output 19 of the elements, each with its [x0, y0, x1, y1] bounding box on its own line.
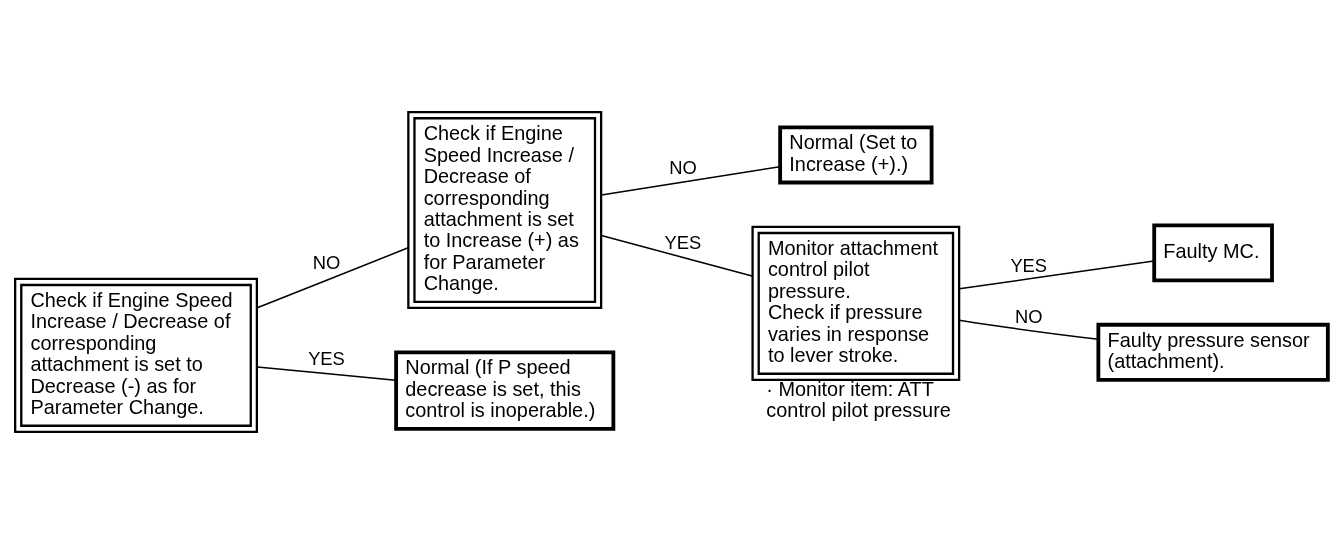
node-box: Faulty MC. [1152, 222, 1274, 282]
edge-label: NO [669, 156, 697, 178]
edge-label: NO [1014, 305, 1043, 327]
edge-label: NO [312, 251, 341, 273]
connector [256, 365, 397, 381]
connector [958, 259, 1155, 290]
node-box: Normal (If P speed decrease is set, this control is inoperable.) [394, 349, 616, 431]
node-box: Faulty pressure sensor (attachment). [1096, 322, 1330, 382]
edge-label: YES [308, 347, 345, 369]
node-box: Monitor attachment control pilot pressure. Check if pressure varies in response to lever stroke. [751, 225, 961, 381]
node-box: Check if Engine Speed Increase / Decrease of corresponding attachment is set to Decrease (-) as for Parameter Change. [14, 277, 259, 433]
edge-label: YES [664, 231, 702, 253]
connector [600, 234, 753, 277]
connector [958, 319, 1099, 340]
node-box: Normal (Set to Increase (+).) [778, 125, 934, 184]
connector [600, 165, 781, 196]
node-box: Check if Engine Speed Increase / Decrease of corresponding attachment is set to Increase (+) as for Parameter Change. [407, 110, 603, 309]
connector [256, 246, 409, 309]
edge-label: YES [1010, 254, 1048, 276]
